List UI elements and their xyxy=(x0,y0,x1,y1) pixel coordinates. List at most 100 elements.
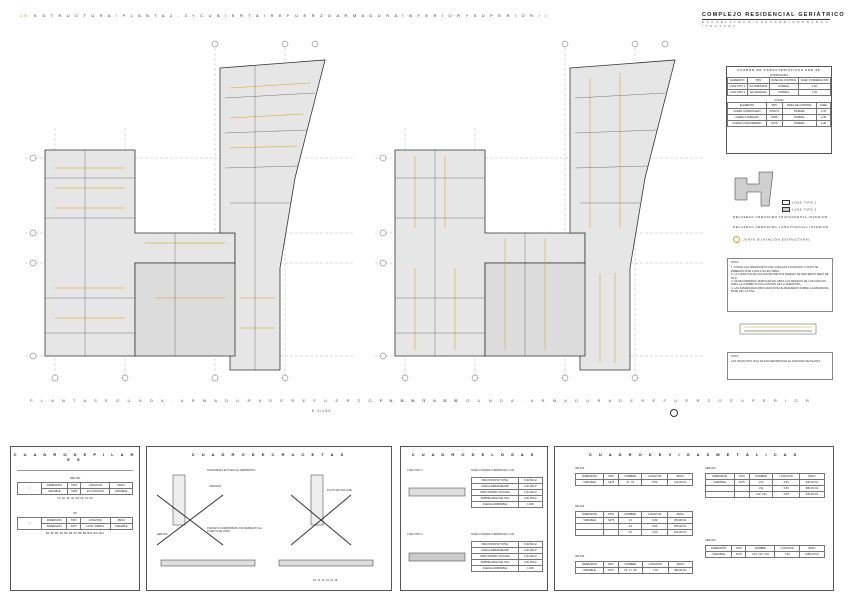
plan-right-caption: P L A N T A S E G U N D A . A R M A D U … xyxy=(380,398,813,403)
note-item: LAS VIGAS TIPO VIGA SE ENCUENTRAN EN EL … xyxy=(731,360,822,364)
plan-left-caption: P L A N T A S E G U N D A . A R M A D U … xyxy=(30,398,461,403)
plan-lower-reinforcement xyxy=(25,40,355,383)
slab-bottom-block xyxy=(134,262,236,357)
pillars-table2-header: D5 xyxy=(73,512,77,515)
cell: FLECHA ADMISIBLE xyxy=(471,501,519,508)
cell: V6, V7, V8 xyxy=(617,567,643,574)
structural-lines xyxy=(395,92,666,356)
structural-lines xyxy=(45,65,316,370)
cell: DIMENSIÓN xyxy=(40,523,68,530)
beams-title: C U A D R O D E V I G A S M E T Á L I C … xyxy=(588,452,800,457)
crossing-label: PLACA DE ANCLAJE xyxy=(327,489,352,492)
cell: VARIABLE xyxy=(704,551,733,558)
crossing-detail-2 xyxy=(278,474,374,567)
cell: VARIABLE xyxy=(109,488,133,495)
cell: ACERO CONFORMADO xyxy=(726,120,768,127)
cell: 6,50 xyxy=(772,491,800,498)
crossings-panel: C U A D R O D E C R U C E T A S SOLDADUR… xyxy=(146,446,392,591)
crossings-note: 10, 11, 12, 13, 14, 15 xyxy=(313,579,338,582)
pillars-panel: C U A D R O D E P I L A R E S HEB 280 I … xyxy=(10,446,140,591)
cell: 380,00 KG xyxy=(667,567,694,574)
cell: S355 xyxy=(66,488,82,495)
legend-slab-2: LOSA TIPO 2 xyxy=(782,207,817,212)
cell: 7,50 xyxy=(774,551,800,558)
cell: 1280,00 KG xyxy=(798,551,826,558)
notes-label: NOTA: xyxy=(731,261,740,264)
cell: VARIABLE xyxy=(109,523,134,530)
beams-panel: C U A D R O D E V I G A S M E T Á L I C … xyxy=(554,446,834,591)
characteristics-panel: CUADRO DE CARACTERÍSTICAS EHE-08 HORMIGO… xyxy=(726,66,832,154)
beam-group-header: HEB 400 xyxy=(705,539,716,542)
cell: S275 xyxy=(66,523,81,530)
beam-group-header: IPE 300 xyxy=(575,467,585,470)
legend-label: LOSA TIPO 2 xyxy=(792,207,817,212)
cell: S275 xyxy=(766,120,783,127)
cell: NORMAL xyxy=(768,89,800,96)
cell: 5,80 xyxy=(641,479,669,486)
cell: LOSA TIPO 2 xyxy=(727,89,748,96)
cell: VARIABLE xyxy=(575,567,604,574)
crossing-detail-1 xyxy=(156,474,256,567)
cell: LONG. PERFIL xyxy=(79,523,111,530)
slab-bottom-block xyxy=(484,262,586,357)
rebar-lines xyxy=(55,82,311,329)
characteristics-title: CUADRO DE CARACTERÍSTICAS EHE-08 xyxy=(737,69,821,72)
pillars-table-2: □ DIMENSIÓN TIPO LONGITUD PESO DIMENSIÓN… xyxy=(17,517,134,530)
table-row: DIMENSIÓN S275 LONG. PERFIL VARIABLE xyxy=(18,523,134,530)
steel-table: ELEMENTO TIPO NIVEL DE CONTROL COEF. ACE… xyxy=(726,102,831,127)
cell: V14, V15, V16 xyxy=(745,551,776,558)
cell: 102,00 KG xyxy=(667,529,693,536)
legend-label: LOSA TIPO 1 xyxy=(792,200,817,205)
concrete-header: HORMIGONES xyxy=(769,74,788,77)
sheet-title: 15 E S T R U C T U R A / P L A N T A 2 -… xyxy=(20,13,548,18)
project-subtitle: E S C U E L A T É C N I C A S U P E R I … xyxy=(702,20,829,28)
cell: V5 xyxy=(618,529,643,536)
plan-left-scale: E . 1 / 1 5 0 xyxy=(312,409,331,413)
plan-upper-reinforcement xyxy=(375,40,705,383)
slab-right-wing xyxy=(569,59,676,371)
rebar-detail xyxy=(739,323,817,335)
cell: L/400 xyxy=(518,501,543,508)
beam-group-header: IPE 400 xyxy=(575,505,585,508)
north-indicator-icon xyxy=(670,409,678,417)
legend-transversal: REFUERZO ARMADURA TRANSVERSAL INFERIOR xyxy=(733,215,828,219)
slab-1-label: LOSA TIPO 1 xyxy=(407,469,423,472)
slab-2-swatch-icon xyxy=(782,207,790,212)
legend-longitudinal: REFUERZO ARMADURA LONGITUDINAL INFERIOR xyxy=(733,225,829,229)
pillar-section-icon: □ xyxy=(17,517,42,530)
cell: FLECHA ADMISIBLE xyxy=(471,565,519,572)
legend-slab-1: LOSA TIPO 1 xyxy=(782,200,817,205)
legend-key-plan xyxy=(734,171,774,207)
cell: S275 xyxy=(602,567,619,574)
table-row: ACERO CONFORMADO S275 NORMAL 1,05 xyxy=(726,120,831,127)
axis-markers xyxy=(29,40,319,382)
table-row: LOSA TIPO 2 HA-30/F/20/IIa NORMAL 1,50 xyxy=(727,89,831,96)
slab-1-section xyxy=(408,487,466,497)
project-title: COMPLEJO RESIDENCIAL GERIÁTRICO xyxy=(702,12,845,18)
pillars-title: C U A D R O D E P I L A R E S xyxy=(13,452,137,462)
cell: 1,05 xyxy=(816,120,831,127)
crossing-label: HEB 300 xyxy=(157,533,168,536)
slab-right-wing xyxy=(219,59,326,371)
slab-2-label: LOSA TIPO 2 xyxy=(407,533,423,536)
cell: 1,50 xyxy=(798,89,831,96)
pillar-section-icon: I xyxy=(17,482,42,495)
crossing-label: SOLDADURA EN TODO EL PERÍMETRO xyxy=(207,469,256,472)
cell: S275 xyxy=(603,479,620,486)
notes-label-2: NOTA: xyxy=(731,355,740,358)
beam-group-header: IPE 450 xyxy=(575,555,585,558)
concrete-table: ELEMENTO TIPO NIVEL DE CONTROL COEF. PON… xyxy=(727,77,831,96)
note-item: 3. SE RECOMIENDA VERIFICAR EN OBRA LAS M… xyxy=(731,280,826,287)
cell: VARIABLE xyxy=(41,488,68,495)
cell: 10 LONGITUD xyxy=(80,488,111,495)
pillars-table1-header: HEB 280 xyxy=(69,477,81,480)
slabs-panel: C U A D R O D E L O S A S LOSA TIPO 1 NI… xyxy=(400,446,548,591)
